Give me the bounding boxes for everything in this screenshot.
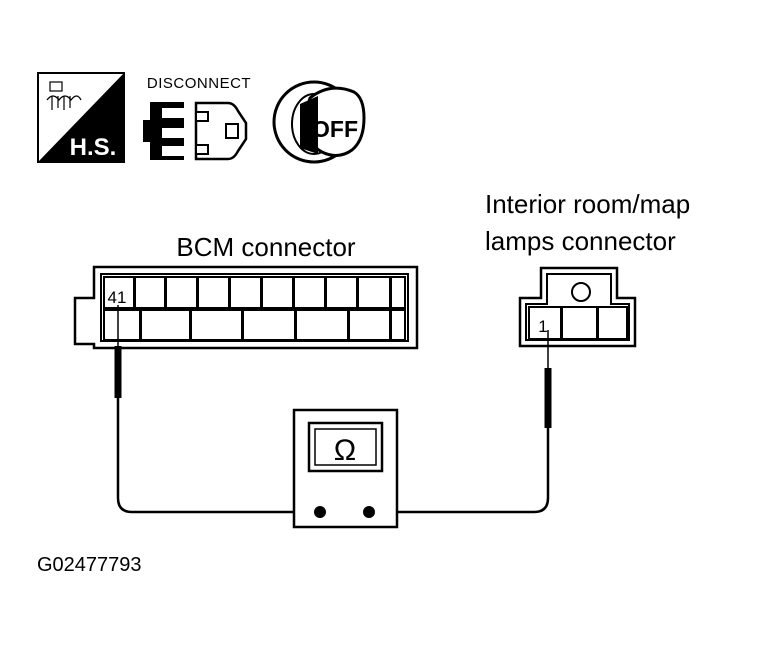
lamp-pin-label: 1 [538,317,547,336]
ohmmeter: Ω [292,408,399,529]
bcm-connector-label: BCM connector [176,232,356,262]
lamp-connector: Interior room/map lamps connector 1 [485,189,690,348]
lamp-connector-label-line2: lamps connector [485,226,676,256]
test-leads [114,305,552,514]
lamp-connector-label-line1: Interior room/map [485,189,690,219]
disconnect-icon: DISCONNECT [143,75,251,161]
hs-label: H.S. [70,134,117,161]
meter-terminal-right [363,506,375,518]
meter-terminal-left [314,506,326,518]
bcm-pin-label: 41 [108,288,127,307]
figure-id: G02477793 [37,554,142,576]
harness-sheet-icon: H.S. [37,72,125,163]
ohm-symbol: Ω [334,434,356,467]
disconnect-label: DISCONNECT [147,75,251,92]
bcm-connector: BCM connector 41 [73,232,419,350]
off-label: OFF [312,116,358,142]
ignition-off-icon: OFF [272,80,366,164]
